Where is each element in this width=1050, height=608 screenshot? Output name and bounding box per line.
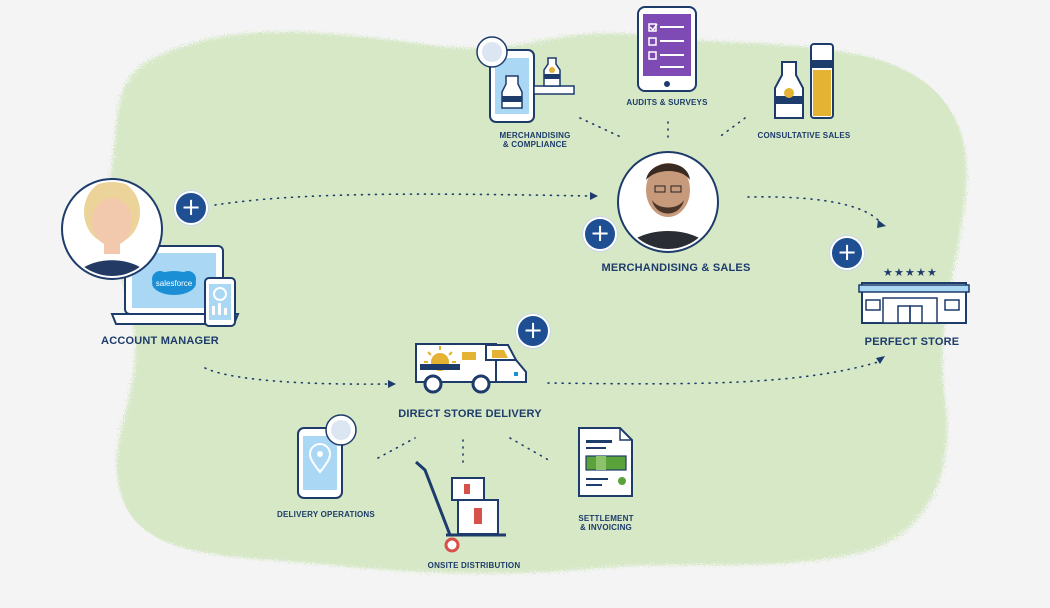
audits-surveys-icon bbox=[637, 6, 697, 92]
arrowhead-store-bottom bbox=[876, 356, 885, 364]
svg-text:★: ★ bbox=[916, 266, 926, 279]
delivery-truck-icon bbox=[415, 343, 527, 394]
svg-text:★: ★ bbox=[894, 266, 904, 279]
label-consultative-sales: CONSULTATIVE SALES bbox=[757, 131, 851, 140]
connector-merch-compliance bbox=[579, 117, 624, 139]
store-rating-stars: ★★★ ★★ bbox=[883, 266, 937, 279]
svg-text:★: ★ bbox=[927, 266, 937, 279]
consultative-sales-icon bbox=[774, 43, 834, 119]
perfect-store-icon: ★★★ ★★ bbox=[858, 266, 970, 324]
svg-text:★: ★ bbox=[905, 266, 915, 279]
account-manager-plus-button[interactable]: + bbox=[174, 191, 208, 225]
arrowhead-dsd bbox=[388, 380, 396, 388]
connector-am-to-merch bbox=[214, 193, 591, 206]
label-merchandising-sales: MERCHANDISING & SALES bbox=[601, 262, 751, 274]
label-account-manager: ACCOUNT MANAGER bbox=[101, 335, 219, 347]
settlement-invoicing-icon bbox=[578, 427, 633, 497]
connector-am-to-dsd bbox=[204, 367, 389, 385]
svg-text:salesforce: salesforce bbox=[156, 279, 193, 288]
label-delivery-operations: DELIVERY OPERATIONS bbox=[277, 510, 375, 519]
merchandising-compliance-icon bbox=[476, 36, 575, 123]
label-direct-store-delivery: DIRECT STORE DELIVERY bbox=[398, 408, 542, 420]
label-settlement-invoicing: SETTLEMENT & INVOICING bbox=[578, 514, 634, 533]
connector-consultative bbox=[717, 117, 746, 139]
label-merchandising-compliance: MERCHANDISING & COMPLIANCE bbox=[499, 131, 571, 150]
connector-merch-to-store bbox=[747, 196, 881, 223]
connector-settlement bbox=[509, 437, 553, 463]
onsite-distribution-icon bbox=[415, 460, 506, 553]
delivery-operations-icon bbox=[297, 414, 357, 499]
connectors bbox=[204, 117, 881, 463]
merchandising-sales-avatar bbox=[617, 151, 719, 253]
arrowhead-store-top bbox=[877, 220, 886, 228]
salesforce-logo: salesforce bbox=[152, 271, 196, 295]
label-audits-surveys: AUDITS & SURVEYS bbox=[626, 98, 708, 107]
connector-delivery-ops bbox=[377, 437, 416, 459]
arrowhead-merch bbox=[590, 192, 598, 200]
connector-dsd-to-store bbox=[547, 361, 879, 385]
direct-store-delivery-plus-button[interactable]: + bbox=[516, 314, 550, 348]
svg-text:★: ★ bbox=[883, 266, 893, 279]
phone-icon bbox=[204, 277, 236, 327]
label-onsite-distribution: ONSITE DISTRIBUTION bbox=[427, 561, 521, 570]
label-perfect-store: PERFECT STORE bbox=[864, 336, 960, 348]
merchandising-sales-plus-button[interactable]: + bbox=[583, 217, 617, 251]
perfect-store-plus-button[interactable]: + bbox=[830, 236, 864, 270]
account-manager-avatar bbox=[61, 178, 163, 280]
arrowheads bbox=[388, 192, 886, 388]
